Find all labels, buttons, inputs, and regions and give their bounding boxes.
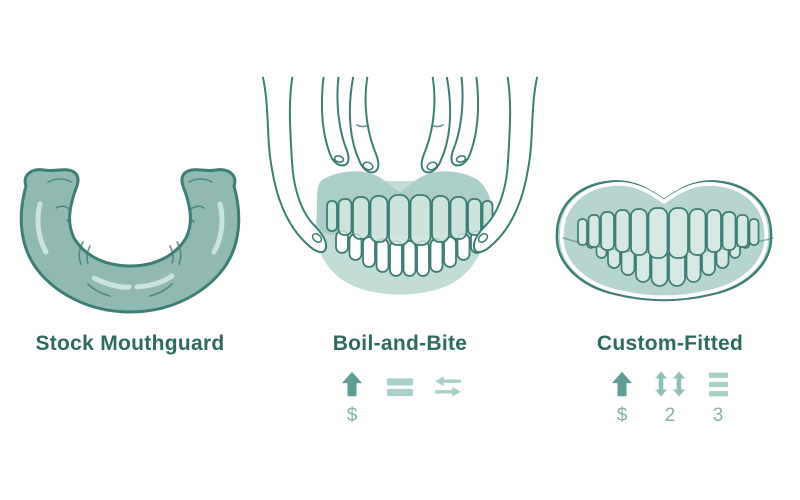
- adjustability-indicator: 2: [652, 369, 689, 431]
- mouthguard-body: [19, 168, 241, 314]
- double-vertical-arrows-icon: [655, 369, 685, 397]
- custom-fitted-illustration: [540, 0, 800, 322]
- upper-teeth: [326, 194, 494, 246]
- icon-caption: $: [346, 405, 358, 426]
- panel-title: Custom-Fitted: [596, 332, 744, 355]
- panel-boil-and-bite: Boil-and-Bite $: [260, 0, 540, 500]
- price-up-arrow-icon: [612, 369, 632, 397]
- fit-indicator: [382, 369, 419, 431]
- icon-caption: 2: [664, 405, 676, 426]
- panel-title: Boil-and-Bite: [332, 332, 468, 355]
- hand-left: [261, 77, 380, 254]
- panel-stock-mouthguard: Stock Mouthguard: [0, 0, 260, 500]
- feature-icons-row: $: [334, 369, 467, 431]
- lower-teeth: [335, 230, 484, 277]
- icon-caption: 3: [712, 405, 724, 426]
- layers-indicator: 3: [700, 369, 737, 431]
- stock-mouthguard-illustration: [0, 0, 260, 322]
- boil-and-bite-drawing: [261, 77, 539, 295]
- stock-mouthguard-drawing: [19, 168, 241, 314]
- feature-icons-row: $ 2 3: [604, 369, 737, 431]
- panel-custom-fitted: Custom-Fitted $ 2: [540, 0, 800, 500]
- cost-indicator: $: [334, 369, 371, 431]
- panel-title: Stock Mouthguard: [35, 332, 225, 355]
- stacked-bars-icon: [708, 369, 728, 397]
- swap-arrows-icon: [435, 369, 461, 397]
- price-up-arrow-icon: [342, 369, 362, 397]
- icon-caption: $: [616, 405, 628, 426]
- upper-teeth: [577, 207, 760, 259]
- equals-icon: [387, 369, 413, 397]
- custom-fitted-drawing: [555, 180, 774, 302]
- remold-indicator: [430, 369, 467, 431]
- cost-indicator: $: [604, 369, 641, 431]
- boil-and-bite-illustration: [260, 0, 540, 322]
- guard-inner-rim: [559, 181, 769, 300]
